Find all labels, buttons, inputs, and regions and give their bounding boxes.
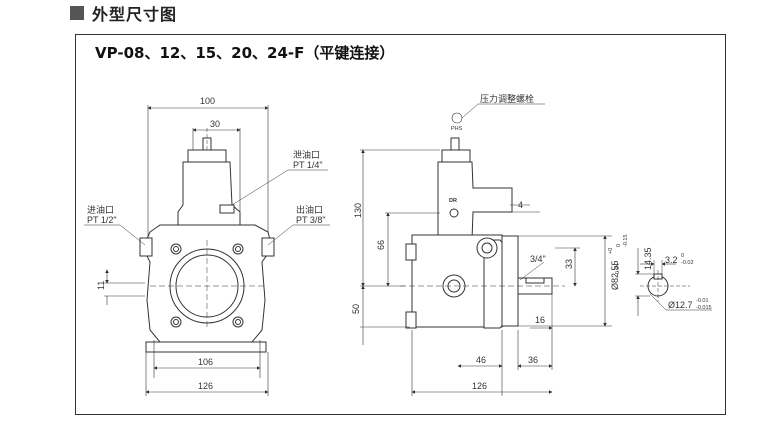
dim-port-spacing: 30 [210,119,220,129]
dim-bottom-outer: 126 [198,381,213,391]
dim-height-50: 50 [351,304,361,314]
pressure-bolt-label: 压力调整螺栓 [480,93,534,104]
body-mark: DR [449,198,457,204]
shaft-dim-key-tol-low: -0.02 [681,260,694,266]
dim-bottom-inner: 106 [198,357,213,367]
dim-pilot-dia: Ø82.55 [610,260,620,290]
dim-pilot-tol-low: -0.04 [615,263,621,276]
dim-left-height: 11 [96,281,106,290]
inlet-port-size: PT 1/2" [87,215,117,225]
shaft-dim-key-tol-up: 0 [681,253,684,259]
dim-pilot-tol-up: +0 [608,248,614,254]
drain-port-name: 泄油口 [293,149,320,160]
dim-top-width: 100 [200,96,215,106]
drawing-frame [75,34,726,415]
side-view [360,103,612,396]
shaft-dim-dia-tol-low: -0.015 [696,305,712,311]
dim-height-66: 66 [376,240,386,250]
section-header: 外型尺寸图 [70,0,177,26]
dim-key-4: 4 [518,200,523,210]
shaft-dim-key-width: 3.2 [665,255,678,265]
section-title: 外型尺寸图 [92,5,178,24]
rotation-mark: PHS [451,126,463,132]
outlet-port-size: PT 3/8" [296,215,326,225]
shaft-dim-dia-tol-up: -0.01 [696,298,709,304]
front-view [84,105,330,396]
dim-36: 36 [528,355,538,365]
outlet-port-name: 出油口 [296,204,323,215]
drain-port-size: PT 1/4" [293,160,323,170]
section-square-icon [70,6,84,20]
dim-16: 16 [535,315,545,325]
shaft-dim-height-tol-up: 0 [616,244,622,247]
drawing-title: VP-08、12、15、20、24-F（平键连接） [95,44,395,62]
dim-side-bottom-width: 126 [472,381,487,391]
dim-height-130: 130 [353,203,363,218]
shaft-dim-dia: Ø12.7 [668,300,693,310]
shaft-dim-height-tol-low: -0.15 [623,234,629,247]
dim-46: 46 [476,355,486,365]
dim-port-3-4: 3/4" [530,254,546,264]
inlet-port-name: 进油口 [87,204,114,215]
dim-33: 33 [564,259,574,269]
shaft-dim-height: 14.35 [643,247,653,270]
shaft-section [635,248,712,316]
